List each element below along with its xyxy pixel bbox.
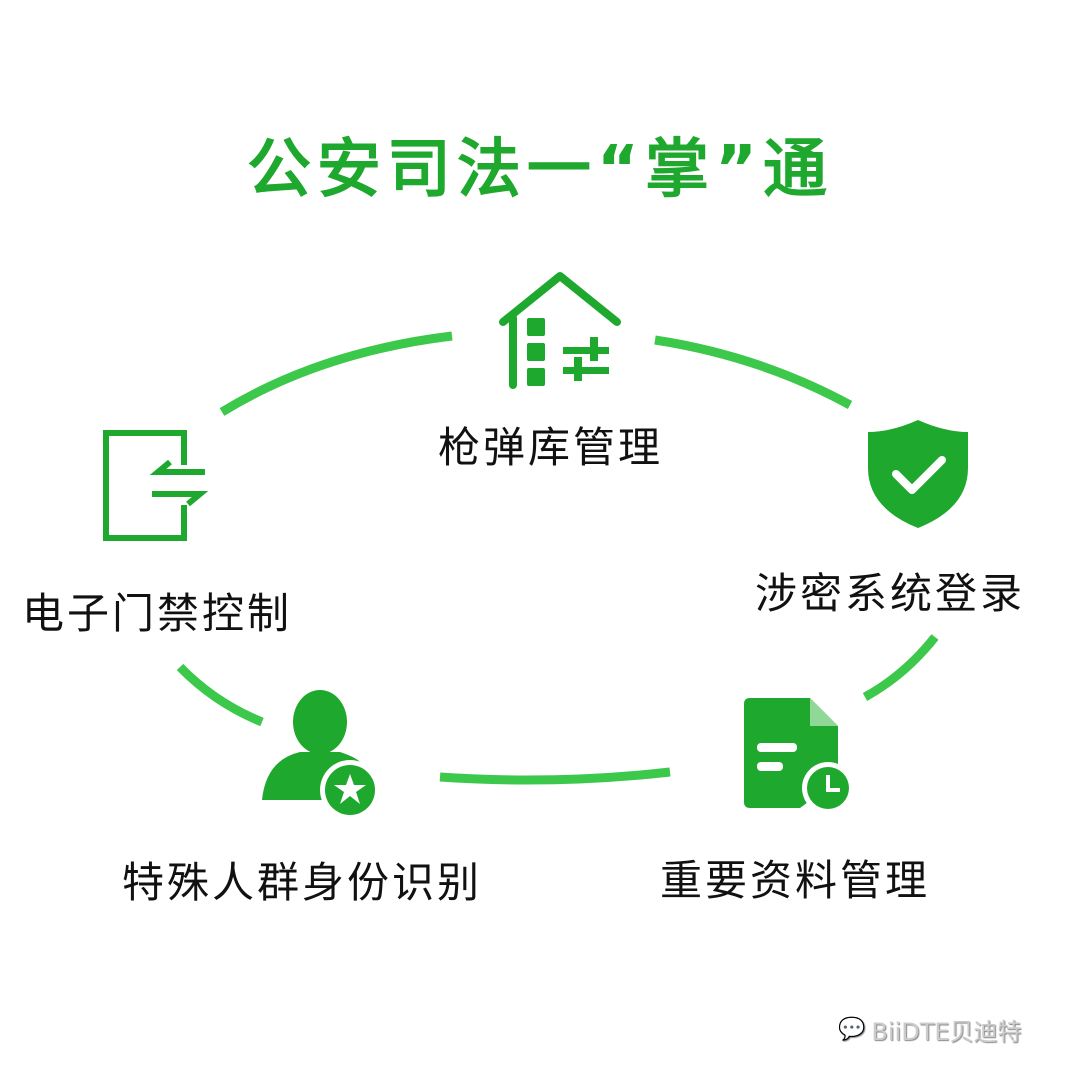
arc-connector bbox=[176, 663, 264, 727]
shield-check-icon bbox=[868, 420, 968, 528]
item-label-armory: 枪弹库管理 bbox=[438, 423, 664, 472]
document-clock-icon bbox=[744, 698, 854, 814]
page-title: 公安司法一“掌”通 bbox=[246, 133, 834, 207]
item-label-identity: 特殊人群身份识别 bbox=[122, 858, 483, 907]
armory-house-icon bbox=[499, 272, 621, 389]
arc-connector bbox=[219, 331, 453, 416]
item-label-document-management: 重要资料管理 bbox=[660, 856, 931, 905]
item-label-door-access: 电子门禁控制 bbox=[22, 589, 293, 638]
item-label-secure-login: 涉密系统登录 bbox=[755, 569, 1026, 618]
person-star-icon bbox=[262, 690, 380, 820]
door-access-icon bbox=[103, 430, 209, 541]
arc-connector bbox=[862, 634, 939, 701]
arc-connector bbox=[654, 335, 853, 409]
wechat-icon: 💬 bbox=[838, 1017, 866, 1042]
watermark-text: BiiDTE贝迪特 bbox=[871, 1018, 1022, 1046]
arc-connector bbox=[439, 767, 671, 785]
watermark: 💬 BiiDTE贝迪特 bbox=[838, 1012, 1022, 1047]
